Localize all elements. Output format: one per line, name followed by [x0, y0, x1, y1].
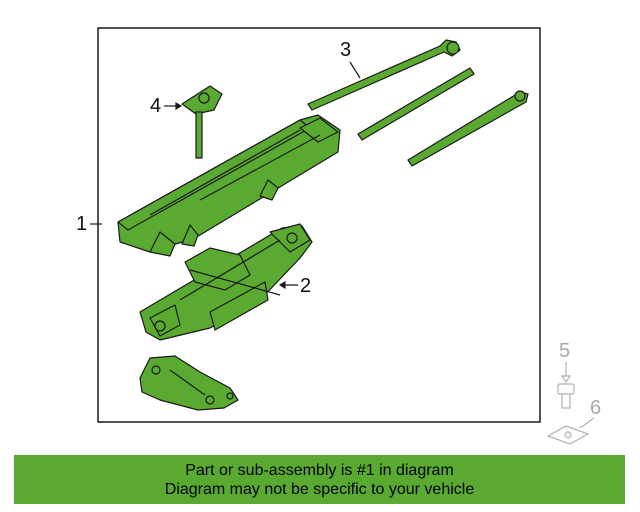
part-3-wrench-handles[interactable]	[307, 39, 529, 167]
part-5-bolt[interactable]	[557, 362, 575, 409]
diagram-frame	[97, 27, 541, 423]
callout-1: 1	[76, 213, 88, 235]
part-6-clip[interactable]	[546, 417, 595, 445]
callout-6: 6	[590, 397, 602, 419]
callout-4: 4	[150, 95, 162, 117]
callout-5: 5	[559, 340, 571, 362]
banner-line-1: Part or sub-assembly is #1 in diagram	[185, 461, 454, 479]
part-1-jack-holder[interactable]	[117, 114, 341, 257]
part-2-scissor-jack[interactable]	[139, 223, 313, 341]
part-bracket[interactable]	[139, 355, 239, 411]
callout-2: 2	[300, 275, 312, 297]
parts-diagram	[90, 27, 595, 445]
leader-lines	[90, 61, 361, 290]
banner-line-2: Diagram may not be specific to your vehi…	[164, 480, 475, 498]
info-banner: Part or sub-assembly is #1 in diagram Di…	[14, 455, 625, 504]
callout-3: 3	[340, 39, 352, 61]
part-4-wing-bolt[interactable]	[181, 85, 223, 159]
